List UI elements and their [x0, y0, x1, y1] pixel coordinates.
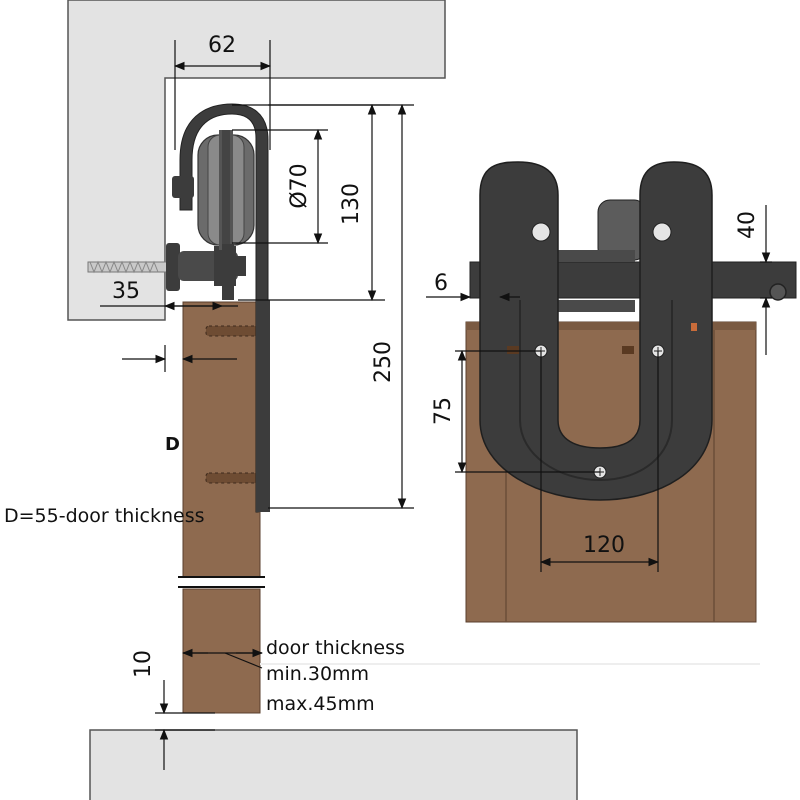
wall-header — [67, 0, 446, 321]
dim-120: 120 — [583, 533, 625, 558]
door-thickness-title: door thickness — [266, 637, 405, 659]
wheel-bolt-left — [531, 222, 551, 242]
horseshoe-hanger — [479, 161, 713, 501]
track-end-bolt — [769, 283, 787, 301]
d-formula-note: D=55-door thickness — [4, 505, 205, 527]
dim-dia-70: Ø70 — [287, 163, 312, 208]
front-view: 40 6 75 120 — [426, 161, 797, 623]
door-lower — [182, 588, 261, 714]
axle-bolt — [172, 176, 194, 198]
strap-plate — [256, 300, 270, 512]
door-screw-bottom — [205, 472, 259, 484]
door-upper — [182, 301, 261, 578]
floor — [89, 729, 578, 800]
side-view: 62 Ø70 130 250 35 D D=55-door thickness — [4, 0, 578, 800]
dim-35: 35 — [112, 279, 140, 304]
dim-label-d: D — [165, 434, 180, 455]
door-thickness-min: min.30mm — [266, 663, 369, 685]
wheel — [197, 130, 255, 250]
dim-40: 40 — [735, 211, 760, 239]
dim-250: 250 — [371, 341, 396, 383]
dim-6: 6 — [434, 271, 448, 296]
dim-130: 130 — [339, 183, 364, 225]
dim-62: 62 — [208, 33, 236, 58]
dim-75: 75 — [431, 397, 456, 425]
stem — [222, 244, 234, 300]
door-screw-top — [205, 325, 259, 337]
dim-10: 10 — [131, 650, 156, 678]
door-thickness-max: max.45mm — [266, 693, 375, 715]
wheel-bolt-right — [652, 222, 672, 242]
